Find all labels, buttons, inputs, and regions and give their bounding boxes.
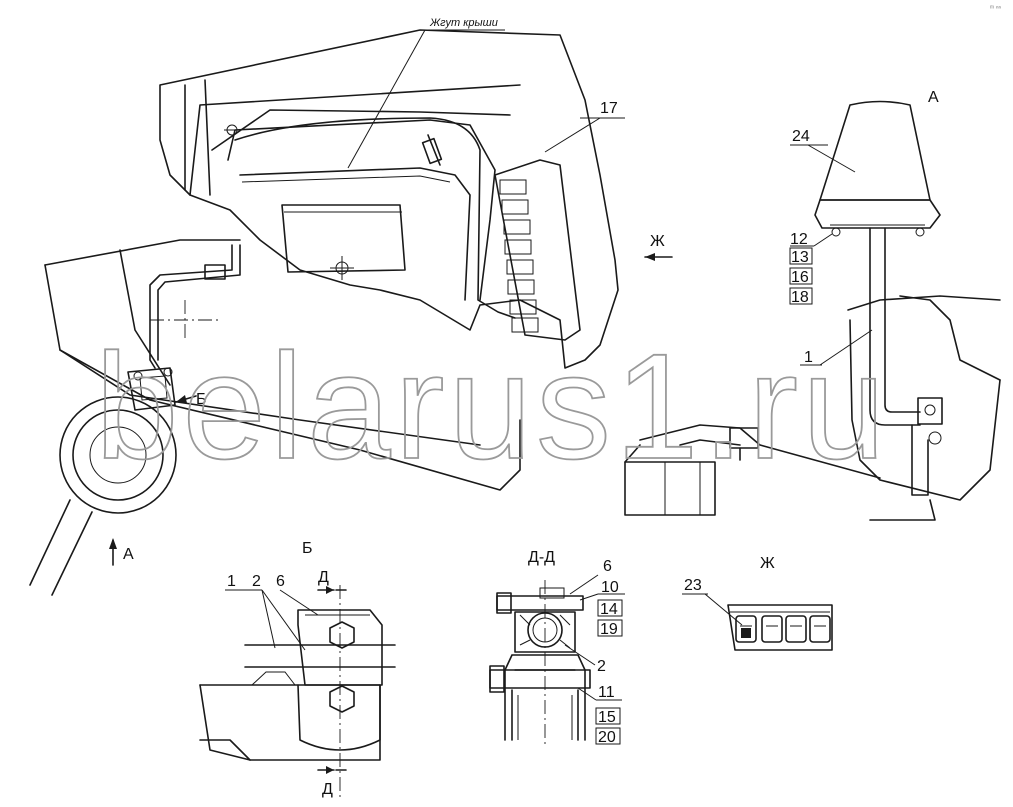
view-a-beacon-mount: [624, 100, 1001, 521]
watermark-text: belarus1.ru: [95, 322, 889, 490]
callout-16: 16: [791, 269, 809, 286]
callout-14-dd: 14: [600, 601, 618, 618]
view-b-title: Б: [302, 540, 313, 557]
callout-18: 18: [791, 289, 809, 306]
view-b-clamp: [199, 585, 396, 800]
harness-label: Жгут крыши: [429, 17, 498, 29]
callout-6-view-b: 6: [276, 573, 285, 590]
callout-2-view-b: 2: [252, 573, 261, 590]
section-d-d: [489, 574, 625, 745]
switch-row: [735, 615, 831, 643]
callout-6-dd: 6: [603, 558, 612, 575]
callout-1-view-a: 1: [804, 349, 813, 366]
callout-23: 23: [684, 577, 702, 594]
cut-label-top: Д: [318, 569, 329, 586]
view-dd-title: Д-Д: [528, 549, 555, 566]
callout-12: 12: [790, 231, 808, 248]
arrow-a-label: А: [123, 546, 134, 563]
arrow-zh-label: Ж: [650, 233, 665, 250]
callout-19-dd: 19: [600, 621, 618, 638]
callout-20-dd: 20: [598, 729, 616, 746]
arrow-b-label: Б: [196, 391, 207, 408]
view-zh-title: Ж: [760, 555, 775, 572]
callout-10-dd: 10: [601, 579, 619, 596]
switch-block: [499, 179, 539, 333]
view-a-title: А: [928, 89, 939, 106]
callout-17: 17: [600, 100, 618, 117]
callout-15-dd: 15: [598, 709, 616, 726]
callout-13: 13: [791, 249, 809, 266]
view-zh-switch-panel: [682, 593, 833, 651]
corner-mark: ᵐ ⁿⁿ: [990, 5, 1002, 12]
callout-24: 24: [792, 128, 810, 145]
callout-2-dd: 2: [597, 658, 606, 675]
callout-1-view-b: 1: [227, 573, 236, 590]
cut-label-bottom: Д: [322, 781, 333, 798]
callout-11-dd: 11: [598, 684, 615, 701]
cab-interior-view: [29, 29, 673, 596]
